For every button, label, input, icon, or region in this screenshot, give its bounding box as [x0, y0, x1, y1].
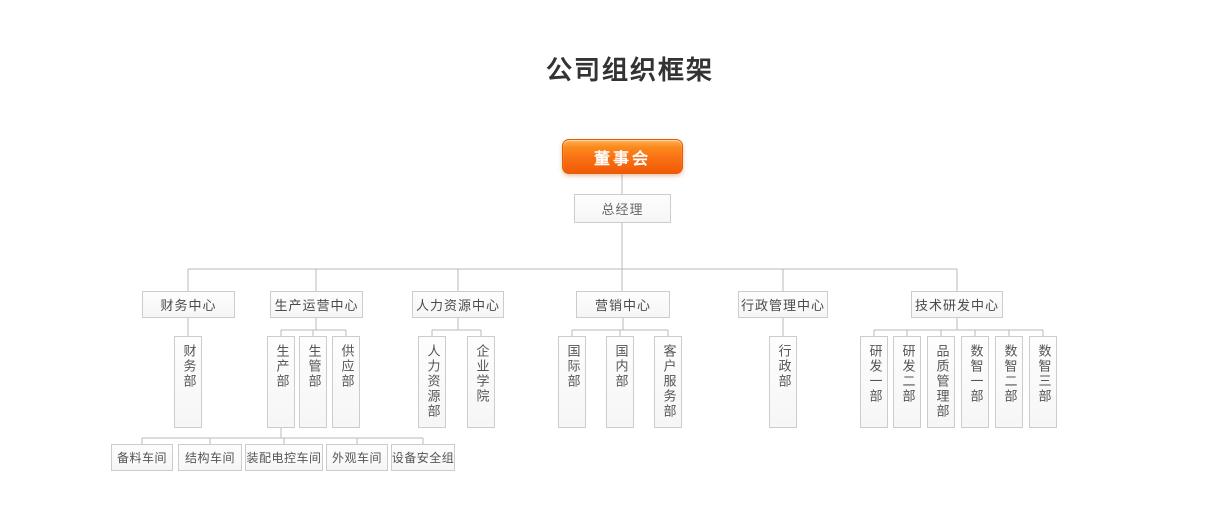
node-dept-digital-2: 数智二部: [995, 336, 1023, 428]
node-dept-finance: 财务部: [174, 336, 202, 428]
node-team-equipment-safety: 设备安全组: [391, 444, 455, 471]
node-dept-digital-1: 数智一部: [961, 336, 989, 428]
node-dept-digital-3: 数智三部: [1029, 336, 1057, 428]
node-dept-domestic: 国内部: [606, 336, 634, 428]
node-center-marketing: 营销中心: [576, 291, 670, 318]
node-dept-international: 国际部: [558, 336, 586, 428]
node-team-material-prep: 备料车间: [111, 444, 173, 471]
node-center-production-ops: 生产运营中心: [270, 291, 363, 318]
node-dept-quality-mgmt: 品质管理部: [927, 336, 955, 428]
node-dept-rd-1: 研发一部: [860, 336, 888, 428]
node-dept-enterprise-college: 企业学院: [467, 336, 495, 428]
node-dept-admin: 行政部: [769, 336, 797, 428]
node-general-manager: 总经理: [574, 194, 671, 223]
node-center-hr: 人力资源中心: [412, 291, 504, 318]
node-dept-supply: 供应部: [332, 336, 360, 428]
node-team-appearance: 外观车间: [326, 444, 388, 471]
page-title: 公司组织框架: [546, 56, 715, 86]
node-team-assembly-electric: 装配电控车间: [245, 444, 323, 471]
node-dept-customer-service: 客户服务部: [654, 336, 682, 428]
node-center-tech: 技术研发中心: [911, 291, 1003, 318]
node-dept-production-mgmt: 生管部: [299, 336, 327, 428]
node-dept-rd-2: 研发二部: [893, 336, 921, 428]
node-team-structure: 结构车间: [178, 444, 242, 471]
node-dept-production: 生产部: [267, 336, 295, 428]
node-dept-hr: 人力资源部: [418, 336, 446, 428]
node-center-admin: 行政管理中心: [738, 291, 828, 318]
node-board: 董事会: [562, 139, 683, 174]
node-center-finance: 财务中心: [142, 291, 235, 318]
